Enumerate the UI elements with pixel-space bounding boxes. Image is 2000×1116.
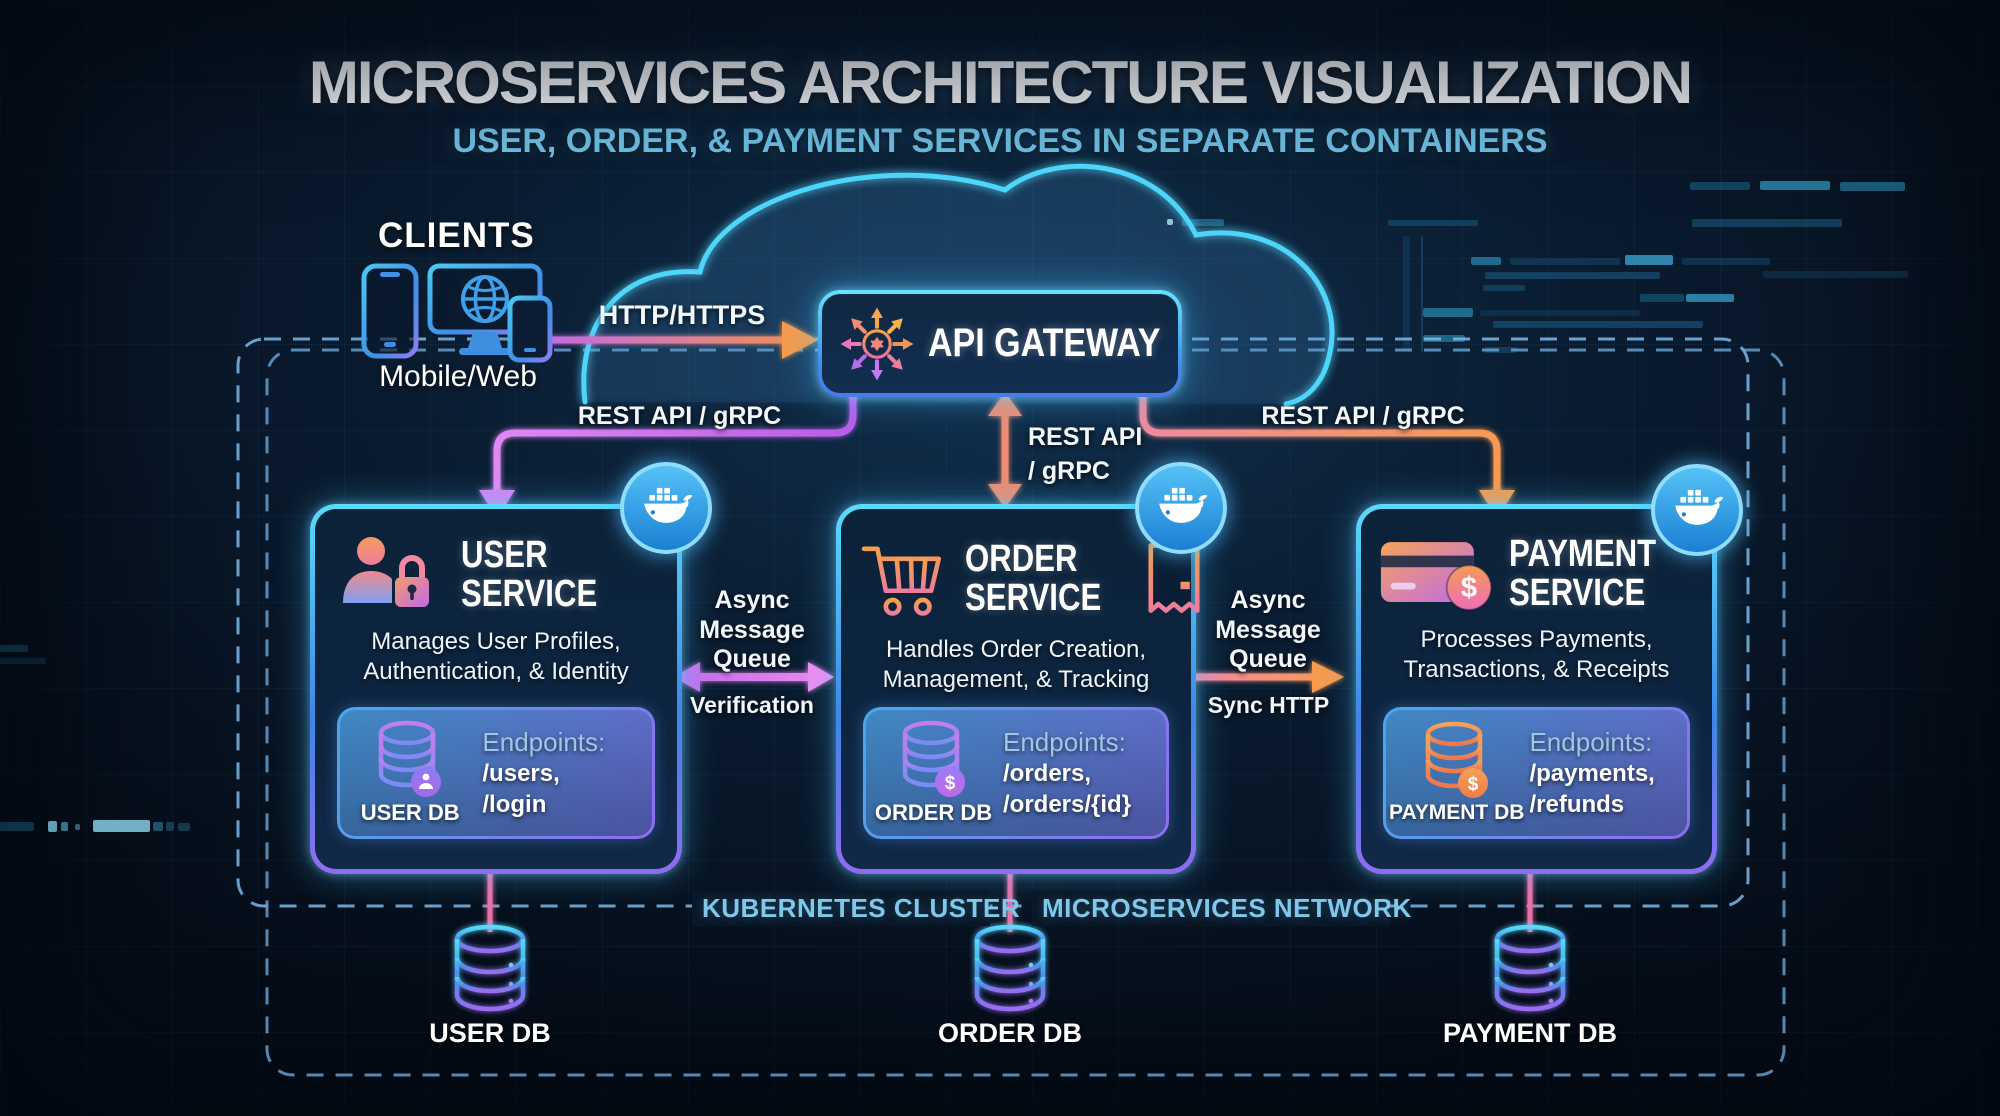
user-badge-icon xyxy=(411,767,442,797)
client-devices xyxy=(358,256,558,371)
arrow-user-order-queue xyxy=(674,662,834,692)
label-rest-grpc-center-line2: / gRPC xyxy=(1028,457,1110,485)
clients-caption: Mobile/Web xyxy=(379,360,537,393)
phone-icon xyxy=(507,295,553,363)
order-service-box: ORDER SERVICE xyxy=(836,504,1200,874)
endpoints-heading: Endpoints: xyxy=(1003,726,1126,757)
service-description-line1: Processes Payments, xyxy=(1420,626,1653,653)
endpoint-item: /payments, xyxy=(1529,759,1655,787)
dollar-badge-icon xyxy=(1457,768,1488,798)
database-cylinder-icon xyxy=(1497,927,1563,1009)
label-http-https: HTTP/HTTPS xyxy=(598,300,766,330)
service-title-line2: SERVICE xyxy=(1509,572,1646,614)
label-rest-grpc-right: REST API / gRPC xyxy=(1261,402,1465,430)
label-async-queue-right: Async Message Queue xyxy=(1215,586,1321,673)
endpoints-heading: Endpoints: xyxy=(1529,726,1653,757)
service-title-line1: ORDER xyxy=(965,538,1078,580)
bottom-database-cylinders xyxy=(454,924,1563,1012)
order-db-label: ORDER DB xyxy=(937,1018,1082,1048)
user-db-panel: USER DB Endpoints: /users, /login xyxy=(337,707,655,839)
dollar-badge-icon: $ xyxy=(1445,564,1493,611)
user-db-label: USER DB xyxy=(429,1018,551,1048)
arrow-order-payment-queue xyxy=(1188,661,1344,693)
arrow-http xyxy=(536,321,818,359)
credit-card-icon: $ xyxy=(1380,542,1493,611)
endpoint-item: /refunds xyxy=(1529,790,1625,818)
microservices-network-label: MICROSERVICES NETWORK xyxy=(1032,891,1411,926)
service-description-line2: Authentication, & Identity xyxy=(363,658,629,685)
docker-icon xyxy=(620,462,712,554)
endpoint-item: /users, xyxy=(482,759,560,787)
page-title: MICROSERVICES ARCHITECTURE VISUALIZATION xyxy=(308,49,1693,116)
label-verification: Verification xyxy=(690,692,814,718)
docker-icon xyxy=(1135,462,1227,554)
database-cylinder-icon xyxy=(378,720,442,797)
db-mini-label: USER DB xyxy=(360,800,460,825)
service-db-connectors xyxy=(487,866,1533,932)
label-rest-grpc-left: REST API / gRPC xyxy=(577,402,782,430)
user-lock-icon xyxy=(343,537,429,607)
clients-label: CLIENTS xyxy=(378,216,535,255)
service-title-line1: PAYMENT xyxy=(1509,533,1657,575)
docker-icon xyxy=(1651,464,1743,556)
service-description-line1: Manages User Profiles, xyxy=(371,628,621,655)
route-hub-icon xyxy=(840,307,914,380)
service-description-line2: Transactions, & Receipts xyxy=(1403,656,1670,683)
label-rest-grpc-center: REST API / gRPC xyxy=(1028,420,1142,488)
endpoint-item: /orders/{id} xyxy=(1003,790,1132,818)
service-description-line1: Handles Order Creation, xyxy=(885,636,1147,663)
service-title-line2: SERVICE xyxy=(965,577,1102,619)
user-service-box: USER SERVICE Manages User Profiles, Auth… xyxy=(310,504,682,874)
payment-db-label: PAYMENT DB xyxy=(1442,1018,1618,1048)
api-gateway-box: API GATEWAY xyxy=(818,290,1182,397)
endpoint-item: /login xyxy=(482,790,547,818)
order-db-panel: $ ORDER DB Endpoints: /orders, /orders/{… xyxy=(863,707,1169,839)
page-subtitle: USER, ORDER, & PAYMENT SERVICES IN SEPAR… xyxy=(452,122,1548,160)
kubernetes-cluster-label: KUBERNETES CLUSTER xyxy=(692,891,1020,926)
payment-db-panel: $ PAYMENT DB Endpoints: /payments, /refu… xyxy=(1383,707,1690,839)
svg-text:$: $ xyxy=(1467,774,1478,795)
svg-text:$: $ xyxy=(1461,572,1477,604)
db-mini-label: PAYMENT DB xyxy=(1389,801,1525,824)
endpoint-item: /orders, xyxy=(1003,759,1092,787)
service-title-line1: USER xyxy=(461,534,548,576)
database-cylinder-icon: $ xyxy=(902,720,965,797)
diagram-arrows xyxy=(479,321,1515,693)
svg-text:$: $ xyxy=(944,773,955,794)
receipt-icon xyxy=(1148,543,1200,613)
label-sync-http: Sync HTTP xyxy=(1207,692,1330,718)
database-cylinder-icon xyxy=(977,927,1043,1009)
payment-service-box: $ PAYMENT SERVICE Processes Payments, Tr… xyxy=(1356,504,1717,874)
service-title-line2: SERVICE xyxy=(461,573,598,615)
db-mini-label: ORDER DB xyxy=(874,800,993,825)
api-gateway-label: API GATEWAY xyxy=(928,321,1161,365)
arrow-gateway-order xyxy=(988,392,1022,508)
dollar-badge-icon xyxy=(934,767,965,797)
label-async-queue-left: Async Message Queue xyxy=(699,586,805,673)
smartphone-icon xyxy=(361,263,419,359)
service-description-line2: Management, & Tracking xyxy=(882,666,1150,693)
endpoints-heading: Endpoints: xyxy=(482,726,606,757)
cart-icon xyxy=(861,546,942,616)
database-cylinder-icon xyxy=(454,924,526,1012)
database-cylinder-icon: $ xyxy=(1425,721,1488,798)
label-rest-grpc-center-line1: REST API xyxy=(1028,423,1143,451)
